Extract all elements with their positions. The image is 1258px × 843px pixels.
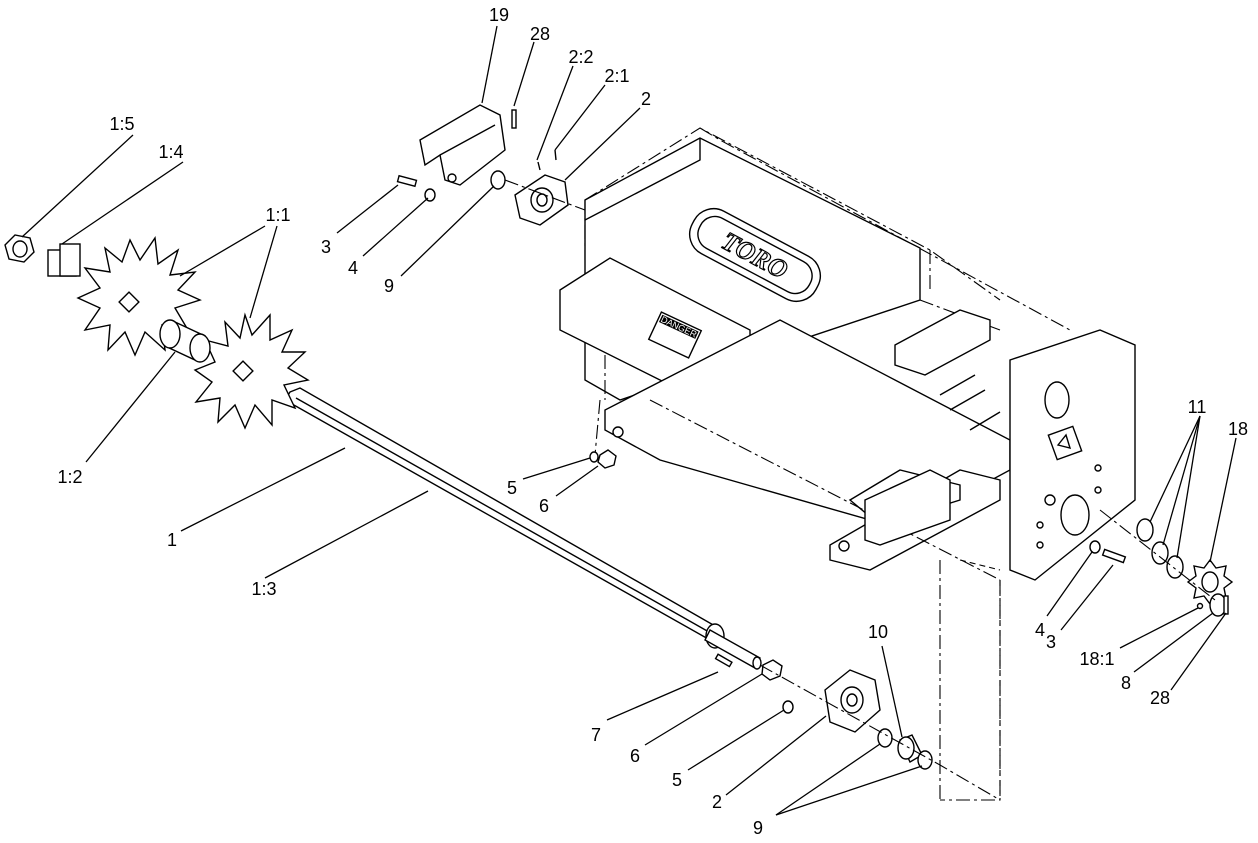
- washer-bottom-right: [917, 750, 933, 770]
- callout-2-2: 2:2: [568, 47, 593, 67]
- callout-2-1: 2:1: [604, 66, 629, 86]
- square-bearing: [47, 243, 81, 277]
- spacer-tube: [159, 319, 211, 363]
- bolt-top: [396, 174, 418, 188]
- hex-nut: [4, 234, 35, 263]
- callout-labels: 19 28 2:2 2:1 2 1:5 1:4 1:1 3 4 9 1:2 1 …: [57, 5, 1248, 838]
- toro-logo-plate: TORO: [688, 207, 822, 303]
- cotter-pin-right: [1223, 595, 1229, 615]
- callout-5-mid: 5: [507, 478, 517, 498]
- callout-1-1: 1:1: [265, 205, 290, 225]
- washer-mid: [589, 451, 599, 463]
- guard-bracket: [419, 104, 506, 186]
- lock-washer-right: [1089, 540, 1101, 554]
- callout-28-top: 28: [530, 24, 550, 44]
- callout-19: 19: [489, 5, 509, 25]
- top-flange-bearing: [514, 174, 569, 226]
- callout-10: 10: [868, 622, 888, 642]
- callout-18-1: 18:1: [1079, 649, 1114, 669]
- callout-9-bottom: 9: [753, 818, 763, 838]
- shim-washer-3: [1166, 555, 1184, 579]
- callout-18: 18: [1228, 419, 1248, 439]
- nut-mid: [597, 449, 617, 469]
- callout-1-5: 1:5: [109, 114, 134, 134]
- callout-11: 11: [1188, 397, 1207, 417]
- callout-2-bottom: 2: [712, 792, 722, 812]
- callout-2-top: 2: [641, 89, 651, 109]
- lock-washer-bottom: [782, 700, 794, 714]
- star-wheel-right: [193, 312, 310, 430]
- callout-8: 8: [1121, 673, 1131, 693]
- callout-28-bottom: 28: [1150, 688, 1170, 708]
- sprocket: [1186, 558, 1234, 606]
- set-screw: [1196, 602, 1204, 610]
- callout-6-mid: 6: [539, 496, 549, 516]
- callout-6-bottom: 6: [630, 746, 640, 766]
- callout-4-top: 4: [348, 258, 358, 278]
- shim-washer-2: [1151, 541, 1169, 565]
- callout-1-2: 1:2: [57, 467, 82, 487]
- callout-1-4: 1:4: [158, 142, 183, 162]
- callout-4-right: 4: [1035, 620, 1045, 640]
- bottom-flange-bearing: [824, 669, 881, 733]
- callout-7: 7: [591, 725, 601, 745]
- leader-lines: [21, 25, 1237, 816]
- danger-decal: DANGER: [647, 311, 703, 359]
- shim-washer-1: [1136, 518, 1154, 542]
- callout-5-bottom: 5: [672, 770, 682, 790]
- callout-9-top: 9: [384, 276, 394, 296]
- cotter-pin-top: [511, 109, 517, 129]
- grease-fitting-top: [537, 149, 557, 171]
- callout-3-right: 3: [1046, 632, 1056, 652]
- callout-1: 1: [167, 530, 177, 550]
- callout-1-3: 1:3: [251, 579, 276, 599]
- nut-bottom: [761, 659, 783, 681]
- bolt-right: [1101, 548, 1127, 564]
- frame-housing: TORO DANGER: [559, 127, 1136, 801]
- callout-3-top: 3: [321, 237, 331, 257]
